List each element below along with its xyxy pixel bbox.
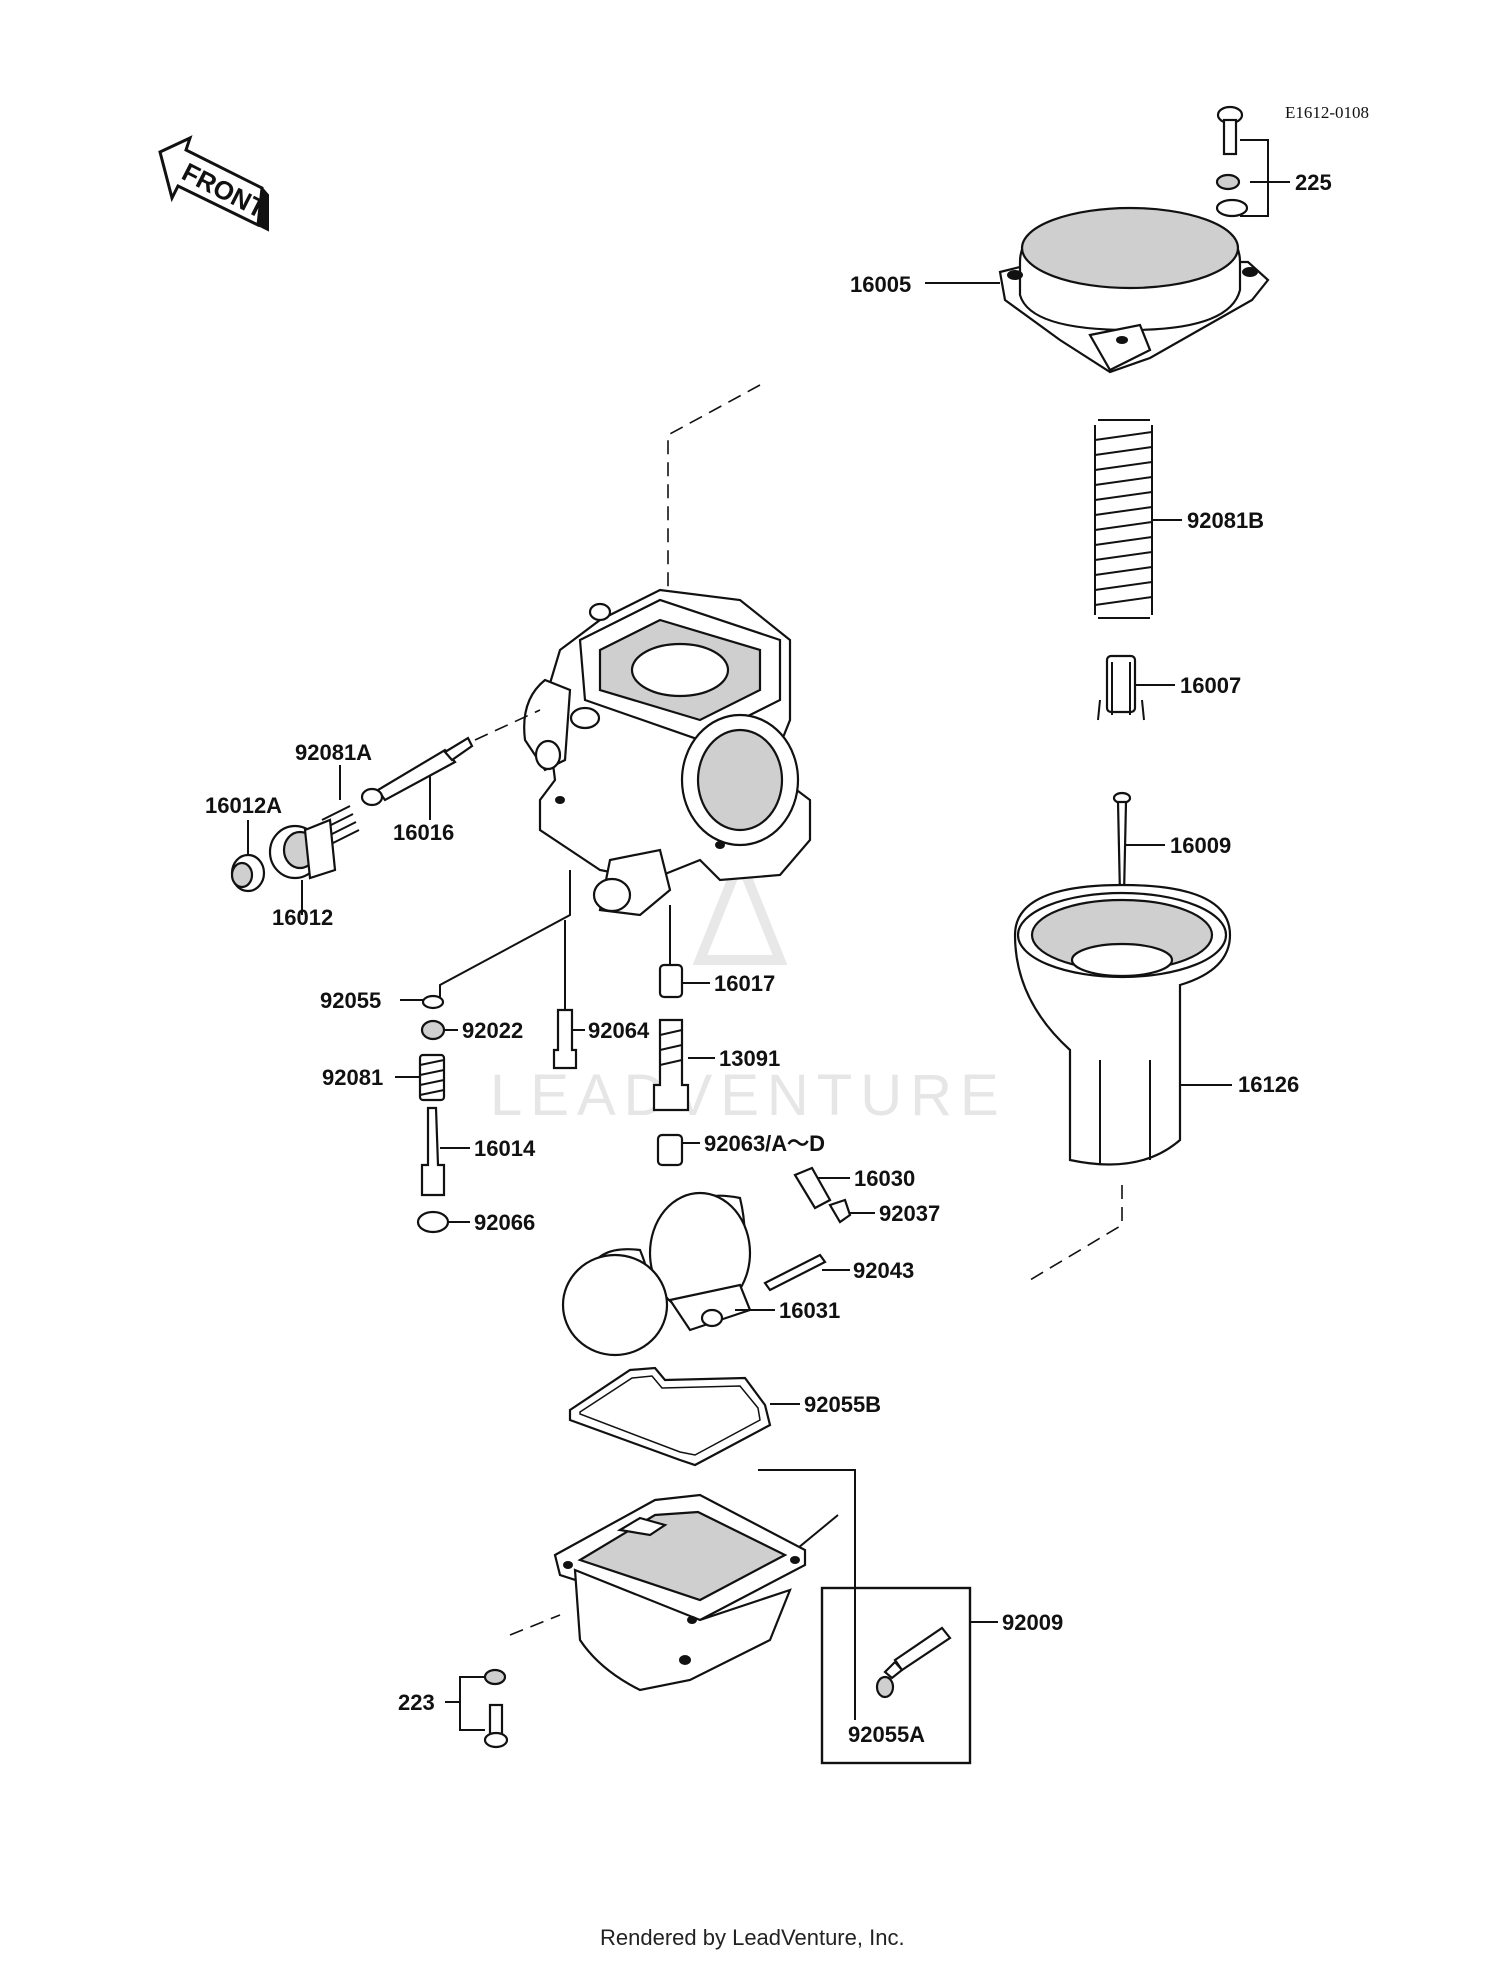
front-label: FRONT: [177, 157, 271, 224]
clip-92037: [828, 1198, 852, 1224]
needle-jet-16017: [658, 963, 684, 999]
washer-92055: [421, 994, 445, 1010]
carburetor-body: [523, 588, 812, 917]
callout-92081: 92081: [322, 1065, 383, 1090]
footer-credit: Rendered by LeadVenture, Inc.: [600, 1925, 905, 1950]
callout-16012: 16012: [272, 905, 333, 930]
main-jet-92063: [656, 1133, 684, 1167]
cap-16012: [268, 818, 337, 880]
screw-225: [1215, 105, 1249, 218]
callout-223: 223: [398, 1690, 435, 1715]
oring-92055A: [875, 1675, 895, 1699]
washer-92066: [416, 1210, 450, 1234]
spring-92081B: [1094, 419, 1153, 619]
spring-92081: [418, 1053, 446, 1102]
diagram-code: E1612-0108: [1285, 103, 1369, 122]
callout-92022: 92022: [462, 1018, 523, 1043]
callout-16012A: 16012A: [205, 793, 282, 818]
front-arrow-icon: FRONT: [158, 135, 271, 232]
cap-16012A: [230, 853, 266, 893]
jet-92064: [552, 1008, 578, 1070]
callout-92064: 92064: [588, 1018, 650, 1043]
watermark-text: LEADVENTURE: [490, 1063, 1007, 1128]
screw-223: [483, 1668, 509, 1749]
callout-92043: 92043: [853, 1258, 914, 1283]
callout-92037: 92037: [879, 1201, 940, 1226]
watermark: LEADVENTURE: [490, 846, 1007, 1128]
inset-box-92009: [820, 1586, 972, 1765]
valve-16030: [793, 1166, 832, 1210]
callout-92009: 92009: [1002, 1610, 1063, 1635]
pilot-screw-16016: [360, 736, 474, 807]
callout-92063: 92063/A～D: [704, 1131, 825, 1156]
callout-16009: 16009: [1170, 833, 1231, 858]
callout-16030: 16030: [854, 1166, 915, 1191]
callout-16014: 16014: [474, 1136, 536, 1161]
gasket-92055B: [568, 1366, 772, 1467]
pin-92043: [763, 1253, 827, 1292]
callout-16007: 16007: [1180, 673, 1241, 698]
float-16031: [561, 1191, 752, 1357]
callout-92081A: 92081A: [295, 740, 372, 765]
callout-92081B: 92081B: [1187, 508, 1264, 533]
callout-16126: 16126: [1238, 1072, 1299, 1097]
callout-92055A: 92055A: [848, 1722, 925, 1747]
callout-92066: 92066: [474, 1210, 535, 1235]
jet-needle-16009: [1112, 791, 1132, 897]
callout-16016: 16016: [393, 820, 454, 845]
callout-13091: 13091: [719, 1046, 780, 1071]
holder-13091: [652, 1018, 690, 1112]
callout-16031: 16031: [779, 1298, 840, 1323]
washer-92022: [420, 1019, 446, 1041]
callout-16005: 16005: [850, 272, 911, 297]
callout-16017: 16017: [714, 971, 775, 996]
air-screw-92009: [883, 1626, 952, 1680]
needle-16014: [420, 1106, 446, 1197]
needle-holder-16007: [1097, 654, 1145, 721]
callout-92055B: 92055B: [804, 1392, 881, 1417]
float-bowl: [553, 1493, 807, 1692]
carburetor-top-cap: [998, 206, 1270, 374]
callout-92055: 92055: [320, 988, 381, 1013]
vacuum-slide-16126: [1013, 883, 1232, 1166]
spring-92081A: [321, 805, 360, 845]
callout-225: 225: [1295, 170, 1332, 195]
